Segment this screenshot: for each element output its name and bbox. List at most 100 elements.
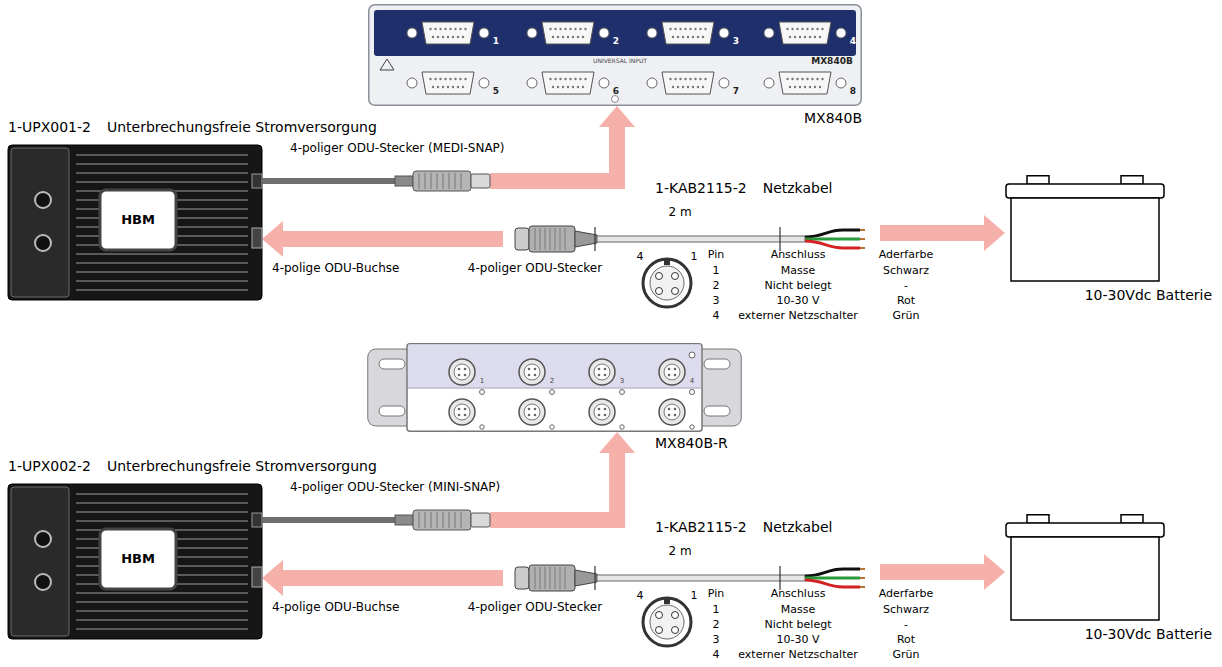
pin-dot bbox=[462, 36, 464, 38]
pin-dot bbox=[668, 408, 671, 411]
pin-dot bbox=[462, 86, 464, 88]
battery-body bbox=[1011, 198, 1159, 281]
pin-dot bbox=[459, 78, 461, 80]
plug-ridge bbox=[540, 567, 541, 589]
strain-relief bbox=[575, 231, 597, 247]
node-heading: 4-poliger ODU-Stecker (MEDI-SNAP) bbox=[290, 141, 505, 155]
pin-dot bbox=[668, 414, 671, 417]
pin-dot bbox=[796, 28, 798, 30]
dimension-tick bbox=[594, 227, 595, 251]
pin-dot bbox=[689, 28, 691, 30]
pin-dot bbox=[454, 28, 456, 30]
pin-dot bbox=[552, 36, 554, 38]
pin-dot bbox=[452, 36, 454, 38]
plug-nose bbox=[471, 174, 490, 188]
battery: 10-30Vdc Batterie bbox=[1005, 175, 1165, 282]
face-key bbox=[664, 599, 670, 604]
odu-plug: 4-poliger ODU-Stecker (MINI-SNAP) bbox=[395, 510, 490, 530]
pin-dot bbox=[811, 78, 813, 80]
pin-dot bbox=[554, 28, 556, 30]
face-insert bbox=[650, 605, 684, 639]
face-pin bbox=[672, 288, 679, 295]
pin-dot bbox=[464, 414, 467, 417]
status-led bbox=[550, 390, 555, 395]
node-heading: 1-KAB2115-2Netzkabel bbox=[655, 180, 832, 197]
pin-dot bbox=[572, 86, 574, 88]
pin-dot bbox=[579, 28, 581, 30]
pin-dot bbox=[598, 408, 601, 411]
pin-dot bbox=[689, 78, 691, 80]
plug-ridge bbox=[437, 512, 438, 528]
pin-dot bbox=[574, 78, 576, 80]
table-cell: - bbox=[904, 618, 908, 631]
pin-dot bbox=[791, 28, 793, 30]
m8-socket bbox=[589, 359, 615, 385]
status-led bbox=[550, 425, 554, 429]
pin-dot bbox=[804, 36, 806, 38]
pin-dot bbox=[534, 368, 537, 371]
pin-dot bbox=[464, 78, 466, 80]
pin-dot bbox=[604, 408, 607, 411]
cooling-fin bbox=[76, 172, 248, 174]
plug-ridge bbox=[540, 228, 541, 250]
pin-dot bbox=[674, 78, 676, 80]
pin-dot bbox=[528, 368, 531, 371]
mount-slot bbox=[704, 359, 730, 369]
pin-dot bbox=[432, 86, 434, 88]
plug-ridge bbox=[535, 228, 536, 250]
pin-dot bbox=[669, 28, 671, 30]
pin-dot bbox=[814, 86, 816, 88]
heading-text: Netzkabel bbox=[763, 519, 833, 536]
pin-dot bbox=[569, 28, 571, 30]
plug-ridge bbox=[555, 567, 556, 589]
terminal bbox=[1121, 515, 1143, 524]
pin-dot bbox=[604, 368, 607, 371]
cooling-fin bbox=[76, 289, 248, 291]
dsub-shell bbox=[542, 72, 594, 94]
pin-dot bbox=[437, 86, 439, 88]
heading-text: 4-poliger ODU-Stecker (MEDI-SNAP) bbox=[290, 141, 505, 155]
cooling-fin bbox=[76, 502, 248, 504]
pin-dot bbox=[789, 36, 791, 38]
table-cell: Schwarz bbox=[883, 603, 929, 616]
node-outline bbox=[367, 343, 742, 432]
pin-dot bbox=[579, 78, 581, 80]
pin-dot bbox=[677, 36, 679, 38]
screw bbox=[719, 78, 729, 88]
screw bbox=[599, 28, 609, 38]
device-print: MX840B bbox=[811, 56, 853, 67]
pin-dot bbox=[819, 36, 821, 38]
part-label: 4-poliger ODU-Stecker bbox=[468, 261, 602, 275]
port-number: 1 bbox=[493, 36, 499, 47]
pin-dot bbox=[791, 78, 793, 80]
cable-line bbox=[262, 517, 395, 523]
pin-dot bbox=[452, 86, 454, 88]
terminal bbox=[1027, 515, 1049, 524]
heading-text: MX840B-R bbox=[655, 435, 728, 452]
pin-dot bbox=[668, 374, 671, 377]
pin-dot bbox=[694, 78, 696, 80]
cable-gland bbox=[252, 513, 262, 527]
m8-insert bbox=[524, 364, 540, 380]
pin-dot bbox=[582, 36, 584, 38]
pin-dot bbox=[699, 28, 701, 30]
screw bbox=[479, 78, 489, 88]
pin-dot bbox=[598, 414, 601, 417]
node-heading: 4-poliger ODU-Stecker (MINI-SNAP) bbox=[290, 480, 500, 494]
pin-dot bbox=[704, 28, 706, 30]
pin-dot bbox=[584, 28, 586, 30]
table-header: Anschluss bbox=[771, 587, 826, 600]
table-cell: Schwarz bbox=[883, 264, 929, 277]
device-plate bbox=[369, 5, 862, 106]
screw bbox=[527, 28, 537, 38]
odu-socket bbox=[252, 228, 262, 248]
table-header: Pin bbox=[708, 248, 724, 261]
dsub-shell bbox=[422, 72, 474, 94]
node-heading: 1-KAB2115-2Netzkabel bbox=[655, 519, 832, 536]
table-cell: 4 bbox=[713, 648, 720, 661]
pin-dot bbox=[434, 78, 436, 80]
cooling-fin bbox=[76, 163, 248, 165]
status-led bbox=[620, 425, 624, 429]
table-cell: 3 bbox=[713, 294, 720, 307]
